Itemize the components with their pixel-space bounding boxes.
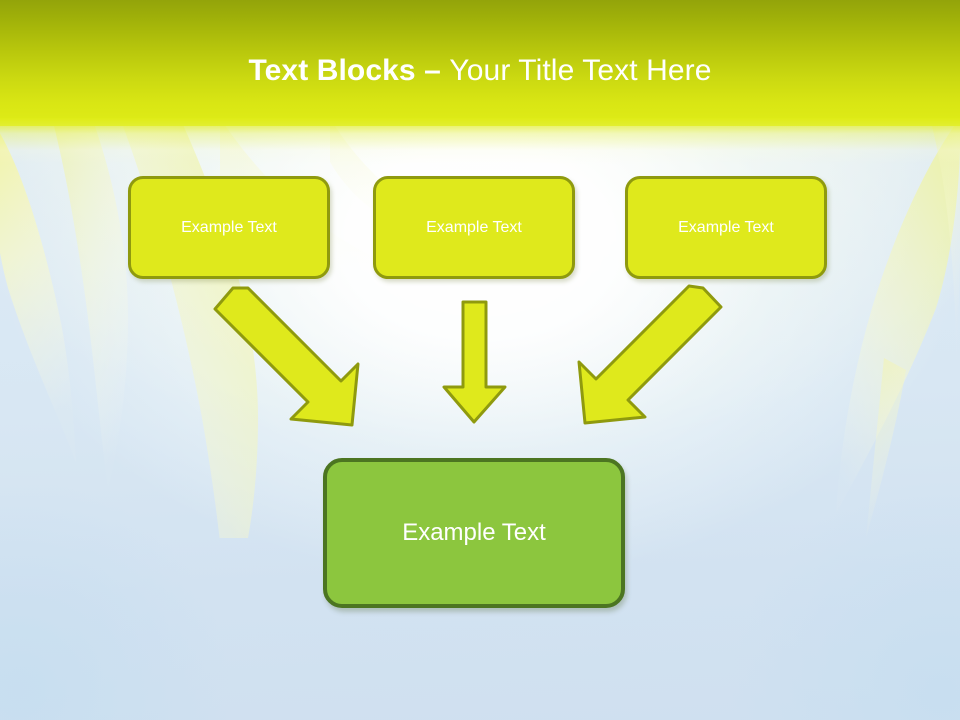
text-block-3[interactable]: Example Text bbox=[625, 176, 827, 279]
title-band-fade bbox=[0, 118, 960, 164]
page-title: Text Blocks – Your Title Text Here bbox=[0, 53, 960, 89]
text-block-2[interactable]: Example Text bbox=[373, 176, 575, 279]
title-band bbox=[0, 0, 960, 126]
text-block-2-label: Example Text bbox=[426, 218, 522, 236]
page-title-light: Your Title Text Here bbox=[449, 54, 712, 87]
result-block[interactable]: Example Text bbox=[323, 458, 625, 608]
result-block-label: Example Text bbox=[402, 519, 546, 546]
text-block-1[interactable]: Example Text bbox=[128, 176, 330, 279]
page-title-dash: – bbox=[424, 54, 450, 87]
text-block-3-label: Example Text bbox=[678, 218, 774, 236]
page-title-strong: Text Blocks bbox=[248, 54, 425, 87]
text-block-1-label: Example Text bbox=[181, 218, 277, 236]
